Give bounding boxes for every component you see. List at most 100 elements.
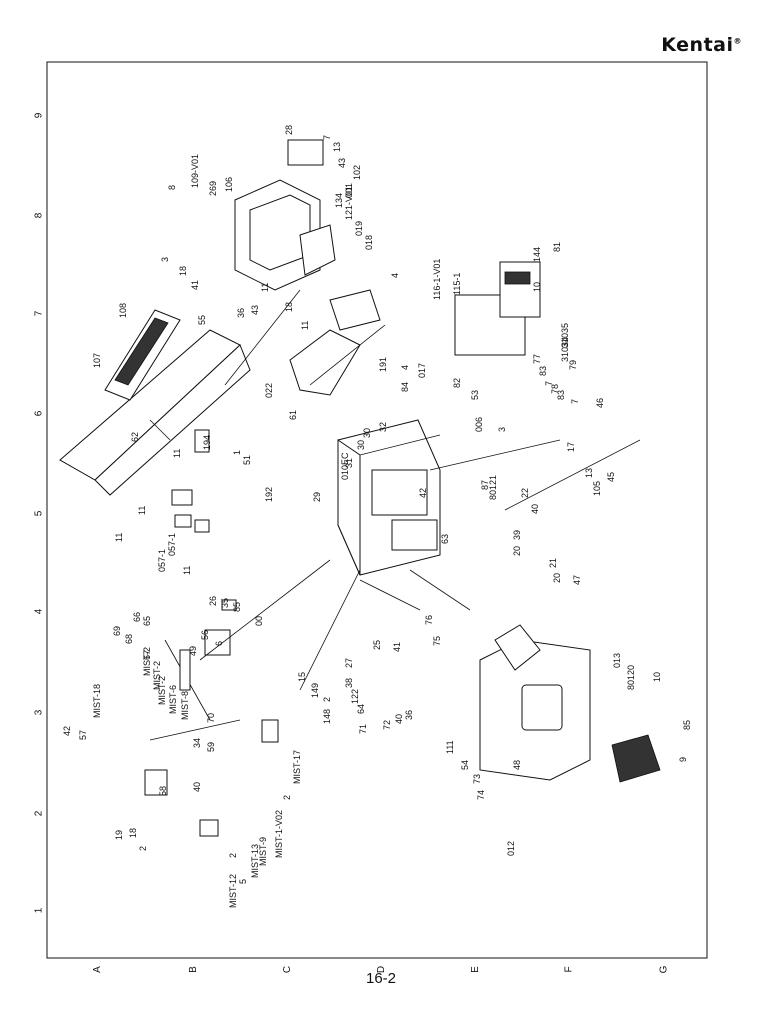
part-label: 107 [92, 353, 102, 368]
part-label: MIST-18 [92, 684, 102, 718]
part-label: 3 [497, 427, 507, 432]
part-label: 111 [445, 740, 455, 754]
row-label: 8 [33, 212, 45, 219]
part-label: 269 [208, 181, 218, 196]
column-label: B [187, 966, 199, 973]
part-label: 18 [128, 828, 138, 838]
part-label: 79 [568, 360, 578, 370]
part-label: 65 [142, 616, 152, 626]
column-label: C [282, 965, 294, 974]
part-label: 2 [322, 697, 332, 702]
page-number: 16-2 [366, 970, 397, 987]
part-label: 3 [160, 257, 170, 262]
part-label: 80121 [488, 475, 498, 500]
part-label: 80120 [626, 665, 636, 690]
part-label: 6 [214, 641, 224, 646]
part-label: 010EC [340, 452, 350, 480]
part-label: 43 [337, 158, 347, 168]
part-label: 41 [190, 280, 200, 290]
part-label: 70 [206, 713, 216, 723]
part-label: 29 [312, 492, 322, 502]
part-label: 85 [232, 602, 242, 612]
part-label: 72 [382, 720, 392, 730]
part-label: 192 [264, 487, 274, 502]
part-label: 4 [400, 365, 410, 370]
part-label: 144 [532, 247, 542, 262]
part-label: 42 [418, 488, 428, 498]
part-label: 20 [552, 573, 562, 583]
door-panel [479, 624, 661, 783]
part-label: 76 [424, 615, 434, 625]
part-label: 1 [232, 450, 242, 455]
part-label: 49 [188, 646, 198, 656]
row-label: 6 [33, 410, 45, 417]
part-label: 78 [550, 384, 560, 394]
part-label: 42 [62, 726, 72, 736]
part-label: 40 [394, 714, 404, 724]
part-label: 4 [390, 273, 400, 278]
part-label: 012 [506, 841, 516, 856]
part-label: 64 [356, 704, 366, 714]
part-label: 26 [208, 596, 218, 606]
part-label: MIST-17 [292, 750, 302, 784]
part-label: 022 [264, 383, 274, 398]
part-label: 83 [538, 366, 548, 376]
part-label: 87 [480, 480, 490, 490]
part-label: 115-1 [452, 273, 462, 295]
part-label: 148 [322, 709, 332, 724]
part-label: 5 [238, 879, 248, 884]
part-label: 11 [137, 506, 147, 515]
part-label: 116-1-V01 [432, 259, 442, 300]
part-label: 8 [167, 185, 177, 190]
part-label: 85 [682, 720, 692, 730]
top-assembly [234, 139, 336, 291]
part-label: 77 [532, 354, 542, 364]
column-label: F [563, 966, 575, 973]
part-label: 20 [512, 546, 522, 556]
part-label: MIST-2 [152, 661, 162, 690]
part-label: 61 [288, 410, 298, 420]
part-label: 019 [354, 221, 364, 236]
part-label: 28 [284, 125, 294, 135]
row-label: 2 [33, 810, 45, 817]
part-label: MIST-2 [157, 676, 167, 705]
part-label: 59 [206, 742, 216, 752]
part-label: 32 [378, 422, 388, 432]
part-label: 31035 [560, 323, 570, 348]
part-label: MIST-12 [228, 874, 238, 908]
part-label: 11 [172, 449, 182, 458]
part-label: 15 [297, 672, 307, 682]
column-label: A [91, 966, 103, 973]
part-label: 58 [158, 786, 168, 796]
part-label: 63 [440, 534, 450, 544]
main-cabinet [337, 419, 441, 576]
part-label: 30 [362, 428, 372, 438]
filter-panel [104, 309, 181, 401]
part-label: 19 [114, 830, 124, 840]
part-label: 56 [200, 630, 210, 640]
small-plates [171, 489, 237, 656]
part-label: 40 [530, 504, 540, 514]
part-label: 013 [612, 653, 622, 668]
part-label: 39 [512, 530, 522, 540]
part-label: 10 [532, 282, 542, 292]
part-label: 121-V01 [344, 186, 354, 220]
part-label: 057-1 [157, 549, 167, 572]
part-label: 102 [352, 165, 362, 180]
part-label: 109-V01 [190, 154, 200, 188]
part-label: 2 [228, 853, 238, 858]
part-label: 31034 [560, 337, 570, 362]
part-label: 11 [114, 533, 124, 542]
part-label: 74 [476, 790, 486, 800]
part-label: 11 [300, 321, 310, 330]
part-label: 82 [452, 378, 462, 388]
part-label: 017 [417, 363, 427, 378]
part-label: 43 [250, 305, 260, 315]
part-label: 73 [472, 774, 482, 784]
part-label: 30 [356, 440, 366, 450]
part-label: 41 [392, 642, 402, 652]
part-label: 66 [132, 612, 142, 622]
part-label: 057-1 [167, 533, 177, 556]
